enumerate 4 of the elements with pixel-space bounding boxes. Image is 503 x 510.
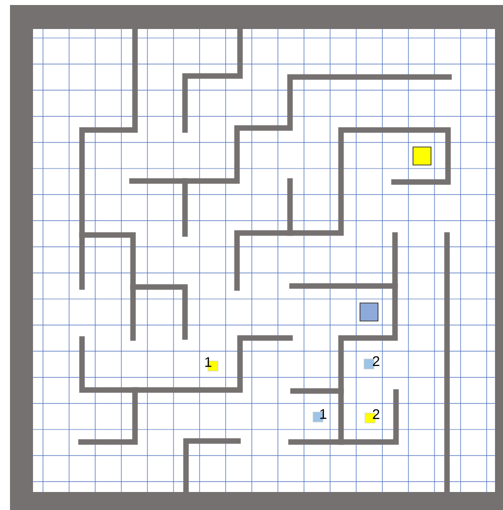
marker-number: 1	[320, 409, 326, 419]
marker-number: 2	[372, 409, 380, 419]
marker-number: 2	[372, 356, 380, 366]
marker-number: 1	[205, 357, 212, 367]
